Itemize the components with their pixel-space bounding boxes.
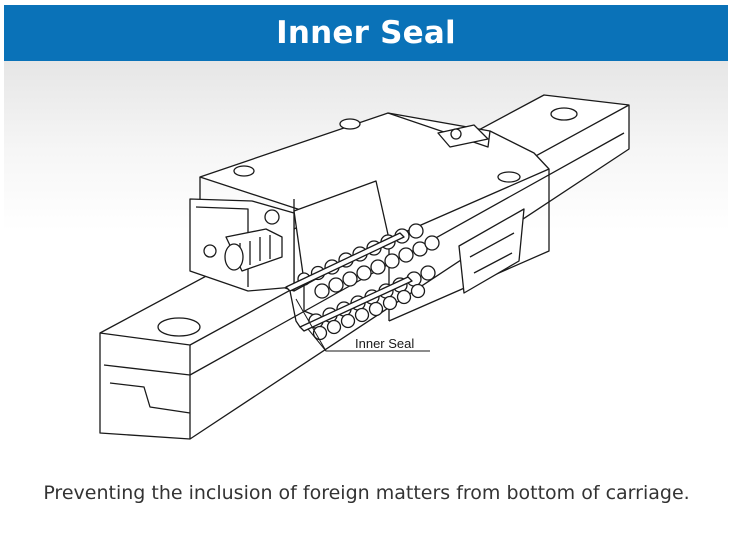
page-title: Inner Seal — [276, 15, 456, 51]
carriage-tap-hole-2 — [339, 118, 361, 130]
carriage-tap-hole-1 — [233, 165, 255, 177]
inner-seal-strips — [285, 232, 413, 332]
rail-mounting-hole — [157, 317, 201, 337]
carriage-grease-port — [437, 124, 489, 148]
inner-seal-label: Inner Seal — [355, 336, 414, 351]
callout-leader-line-2 — [307, 328, 327, 352]
inner-seal-callout — [295, 298, 430, 352]
caption-text: Preventing the inclusion of foreign matt… — [43, 482, 690, 504]
carriage-tap-hole-3 — [497, 171, 521, 183]
title-banner: Inner Seal — [4, 5, 728, 61]
end-cap — [189, 198, 295, 292]
linear-guide-illustration: Inner Seal — [4, 61, 728, 451]
rail-mounting-hole-far — [550, 107, 578, 121]
linear-guide-drawing: Inner Seal — [99, 94, 630, 440]
ball-recirculation — [297, 223, 440, 341]
